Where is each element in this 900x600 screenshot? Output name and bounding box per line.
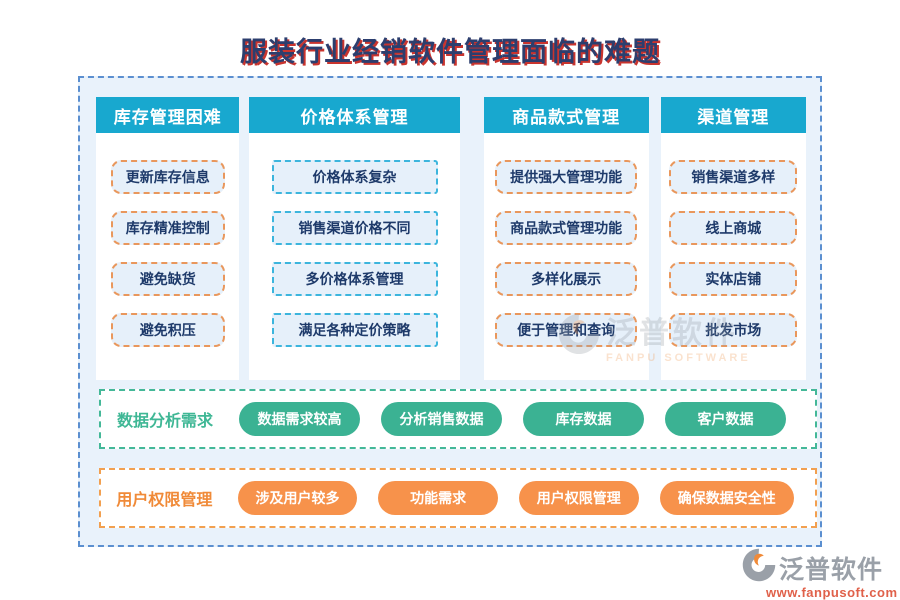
column-body: 更新库存信息 库存精准控制 避免缺货 避免积压 bbox=[96, 133, 239, 380]
column-header: 库存管理困难 bbox=[96, 97, 240, 133]
main-dashed-container: 库存管理困难 更新库存信息 库存精准控制 避免缺货 避免积压 价格体系管理 价格… bbox=[78, 76, 822, 547]
page-title: 服装行业经销软件管理面临的难题 bbox=[240, 37, 660, 67]
column-header: 价格体系管理 bbox=[249, 97, 460, 133]
pill: 涉及用户较多 bbox=[237, 481, 358, 515]
logo-row: 泛普软件 bbox=[742, 548, 883, 587]
item-box: 商品款式管理功能 bbox=[495, 211, 638, 245]
column-price-system: 价格体系管理 价格体系复杂 销售渠道价格不同 多价格体系管理 满足各种定价策略 bbox=[249, 97, 460, 380]
item-box: 批发市场 bbox=[669, 313, 798, 347]
column-header: 渠道管理 bbox=[660, 97, 806, 133]
band-label: 数据分析需求 bbox=[116, 413, 213, 430]
pill: 确保数据安全性 bbox=[659, 481, 795, 515]
item-box: 多价格体系管理 bbox=[271, 262, 438, 296]
item-box: 销售渠道价格不同 bbox=[271, 211, 438, 245]
pill: 客户数据 bbox=[665, 402, 786, 436]
band-label: 用户权限管理 bbox=[116, 492, 213, 509]
pill: 分析销售数据 bbox=[381, 402, 502, 436]
fanpu-logo: 泛普软件 www.fanpusoft.com bbox=[742, 548, 897, 600]
item-box: 实体店铺 bbox=[669, 262, 798, 296]
fanpu-logo-icon bbox=[742, 548, 776, 587]
column-body: 销售渠道多样 线上商城 实体店铺 批发市场 bbox=[661, 133, 806, 380]
pill: 功能需求 bbox=[378, 481, 498, 515]
column-body: 价格体系复杂 销售渠道价格不同 多价格体系管理 满足各种定价策略 bbox=[249, 133, 459, 380]
band-user-permission: 用户权限管理 涉及用户较多 功能需求 用户权限管理 确保数据安全性 bbox=[99, 468, 817, 528]
column-channel-management: 渠道管理 销售渠道多样 线上商城 实体店铺 批发市场 bbox=[660, 97, 806, 380]
item-box: 便于管理和查询 bbox=[495, 313, 638, 347]
pill: 库存数据 bbox=[523, 402, 644, 436]
logo-name: 泛普软件 bbox=[779, 555, 884, 584]
item-box: 满足各种定价策略 bbox=[271, 313, 438, 347]
column-header: 商品款式管理 bbox=[483, 97, 649, 133]
item-box: 提供强大管理功能 bbox=[495, 160, 638, 194]
column-product-style: 商品款式管理 提供强大管理功能 商品款式管理功能 多样化展示 便于管理和查询 bbox=[483, 97, 649, 380]
columns-area: 库存管理困难 更新库存信息 库存精准控制 避免缺货 避免积压 价格体系管理 价格… bbox=[96, 97, 806, 380]
pill: 用户权限管理 bbox=[518, 481, 639, 515]
item-box: 销售渠道多样 bbox=[669, 160, 798, 194]
item-box: 库存精准控制 bbox=[110, 211, 225, 245]
item-box: 更新库存信息 bbox=[110, 160, 225, 194]
item-box: 价格体系复杂 bbox=[271, 160, 438, 194]
item-box: 避免缺货 bbox=[110, 262, 225, 296]
item-box: 避免积压 bbox=[110, 313, 225, 347]
item-box: 多样化展示 bbox=[495, 262, 638, 296]
column-inventory-management: 库存管理困难 更新库存信息 库存精准控制 避免缺货 避免积压 bbox=[96, 97, 240, 380]
item-box: 线上商城 bbox=[669, 211, 798, 245]
pill: 数据需求较高 bbox=[239, 402, 360, 436]
logo-url: www.fanpusoft.com bbox=[766, 585, 898, 600]
column-body: 提供强大管理功能 商品款式管理功能 多样化展示 便于管理和查询 bbox=[484, 133, 649, 380]
band-data-analysis: 数据分析需求 数据需求较高 分析销售数据 库存数据 客户数据 bbox=[99, 389, 817, 449]
